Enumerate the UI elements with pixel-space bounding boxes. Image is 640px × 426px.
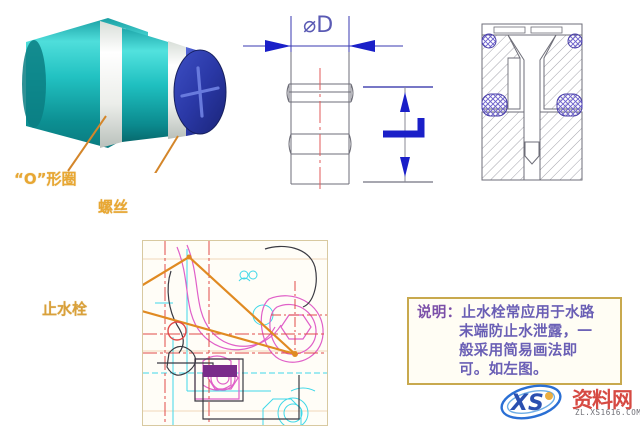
label-water-stop-plug: 止水栓 [42,300,88,318]
dimension-view: ⌀D [243,6,443,206]
note-line-0: 说明：止水栓常应用于水路 [417,304,613,323]
watermark-swoosh-icon [500,384,562,420]
label-oring: “O”形圈 [14,170,77,188]
housing-left [481,34,525,181]
callout-leader-plug [143,254,298,357]
screw-cross-slot-icon [180,66,220,118]
note-text-0: 止水栓常应用于水路 [461,305,595,321]
cap-plate [481,23,583,36]
cad-application-screenshot [142,240,328,426]
note-line-2: 般采用简易画法即 [459,343,578,359]
housing-right [539,34,583,181]
cross-section-view [468,14,633,184]
watermark-url: ZL.XS1616.COM [575,408,640,417]
explanation-note: 说明：止水栓常应用于水路 末端防止水泄露，一 般采用简易画法即 可。如左图。 [407,297,622,385]
horizontal-dimension: ⌀D [243,13,403,52]
oring-white-1 [100,21,126,148]
note-heading: 说明： [417,305,462,321]
leader-screw [154,135,179,173]
leader-oring [67,115,107,172]
construction-lines [143,258,327,412]
note-line-3: 可。如左图。 [459,362,548,378]
screw-head-edge [173,49,227,135]
watermark-logo-text: XS [509,391,544,416]
plug-shaft [507,34,557,165]
dark-outlines [157,245,317,420]
label-screw: 螺丝 [98,198,129,216]
diameter-label: ⌀D [303,13,333,38]
dimension-leader-L [383,118,425,138]
cylinder-rear-face [22,40,46,128]
oring-seals [481,33,583,117]
site-watermark: XS 资料网 ZL.XS1616.COM [497,383,640,423]
water-stop-plug-3d-render [10,8,235,173]
cylinder-body-group [22,18,227,148]
vertical-dimension [363,86,433,183]
watermark-dot-icon [545,392,553,400]
note-line-1: 末端防止水泄露，一 [459,324,593,340]
watermark-brand: 资料网 [572,388,633,412]
leader-lines [67,115,179,173]
